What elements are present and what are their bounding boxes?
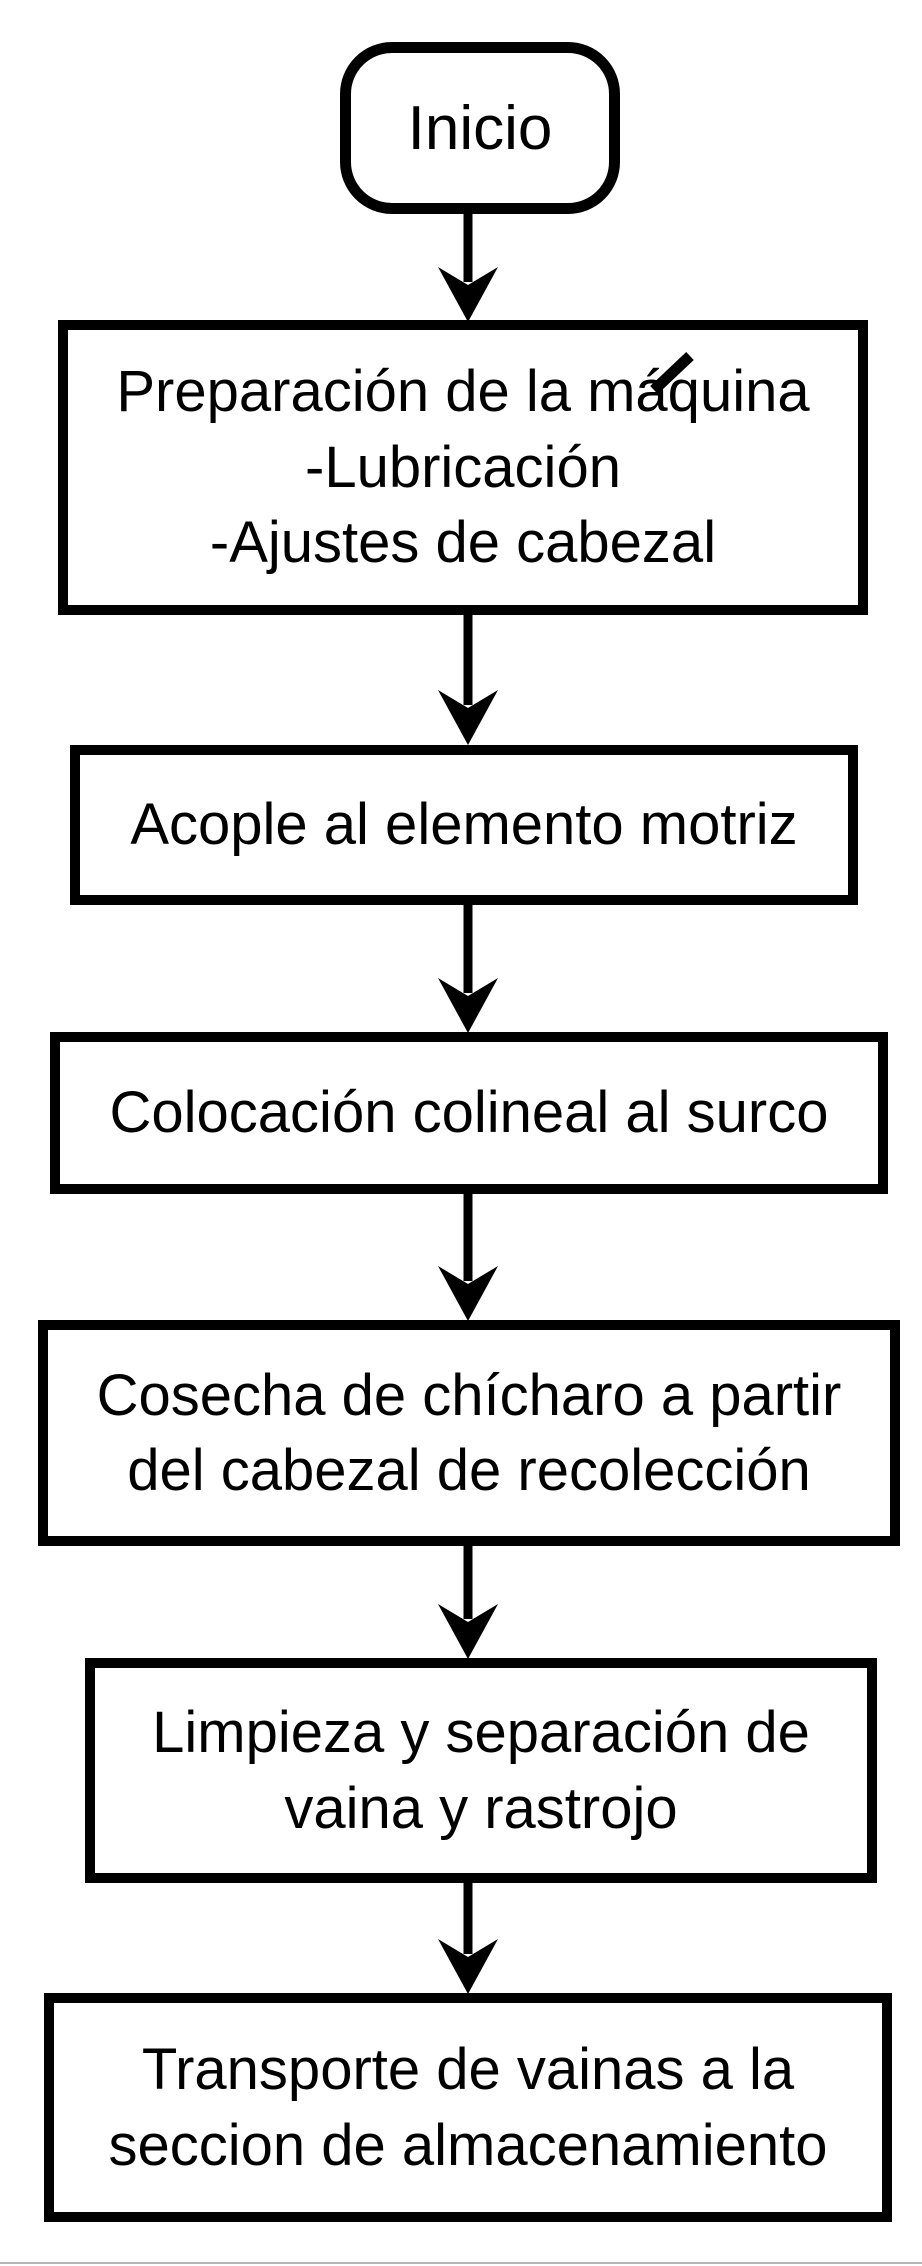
process-box-preparacion: Preparación de la máquina -Lubricación -…: [58, 320, 868, 615]
process-box-line: del cabezal de recolección: [127, 1438, 811, 1503]
flow-arrow-down-3: [438, 903, 498, 1033]
process-box-line: -Ajustes de cabezal: [209, 510, 717, 576]
stray-accent-mark: [650, 352, 694, 394]
process-box-line: Preparación de la máquina: [116, 359, 810, 425]
process-box-line: seccion de almacenamiento: [108, 2112, 828, 2178]
flow-arrow-down-2: [438, 613, 498, 745]
process-box-cosecha: Cosecha de chícharo a partir del cabezal…: [38, 1320, 900, 1546]
flow-arrow-down-4: [438, 1192, 498, 1321]
process-box-line: Acople al elemento motriz: [130, 792, 798, 858]
process-box-line: Cosecha de chícharo a partir: [96, 1362, 842, 1428]
flow-arrow-down-5: [438, 1544, 498, 1659]
start-node-label: Inicio: [407, 93, 553, 163]
process-box-acople: Acople al elemento motriz: [70, 745, 858, 905]
process-box-line: -Lubricación: [305, 434, 621, 500]
flow-arrow-down-1: [438, 212, 498, 322]
process-box-transporte: Transporte de vainas a la seccion de alm…: [44, 1993, 892, 2222]
flow-arrow-down-6: [438, 1881, 498, 1994]
start-node: Inicio: [340, 42, 620, 214]
process-box-colocacion: Colocación colineal al surco: [50, 1032, 888, 1194]
process-box-line: Transporte de vainas a la: [141, 2037, 795, 2103]
page-bottom-edge: [0, 2262, 922, 2264]
process-box-limpieza: Limpieza y separación de vaina y rastroj…: [85, 1658, 877, 1883]
process-box-line: Limpieza y separación de: [152, 1700, 810, 1766]
process-box-line: vaina y rastrojo: [284, 1775, 678, 1841]
process-box-line: Colocación colineal al surco: [109, 1080, 829, 1146]
